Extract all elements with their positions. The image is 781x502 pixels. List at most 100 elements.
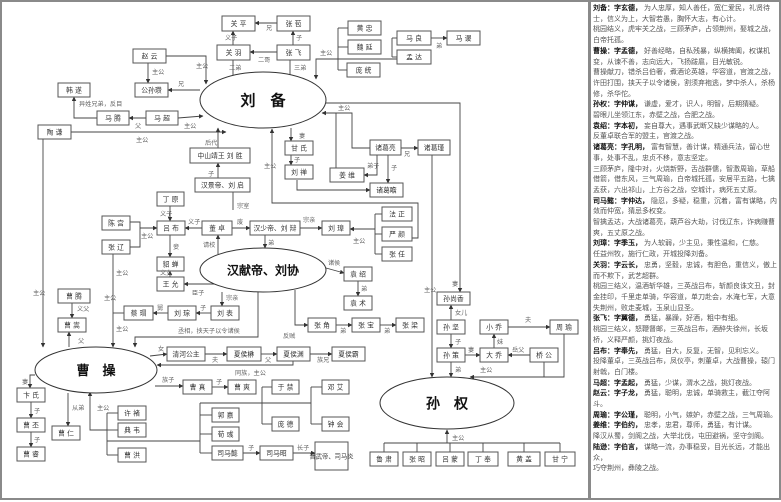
person-node-caoteng[interactable]: 曹 腾: [57, 288, 91, 304]
person-node-xiahouba[interactable]: 夏侯霸: [331, 346, 366, 362]
person-node-lusu[interactable]: 鲁 肃: [369, 451, 399, 467]
person-node-caohong[interactable]: 曹 洪: [117, 447, 147, 463]
person-node-daqiao[interactable]: 大 乔: [479, 347, 509, 363]
person-node-dengai[interactable]: 邓 艾: [321, 379, 350, 395]
person-node-jiangwei[interactable]: 姜 维: [329, 167, 365, 183]
person-node-zhangbao2[interactable]: 张 宝: [351, 317, 381, 333]
person-node-sunjian[interactable]: 孙 坚: [436, 319, 466, 335]
person-node-ganning[interactable]: 甘 宁: [544, 451, 576, 467]
person-node-pangtong[interactable]: 庞 统: [346, 62, 381, 78]
person-node-zhangren[interactable]: 张 任: [381, 246, 413, 262]
person-node-simayan[interactable]: 晋武帝、司马炎: [309, 441, 354, 471]
person-node-simayi[interactable]: 司马懿: [211, 445, 244, 461]
person-node-guanping[interactable]: 关 平: [221, 15, 256, 32]
person-node-liubiao[interactable]: 刘 表: [210, 305, 240, 321]
person-node-zhonghui[interactable]: 钟 会: [321, 416, 350, 432]
relation-connector: [87, 391, 107, 431]
person-node-caorui[interactable]: 曹 睿: [16, 446, 46, 462]
node-label: 关 羽: [226, 48, 242, 57]
person-node-huanggai[interactable]: 黄 盖: [507, 451, 541, 467]
person-node-sunce[interactable]: 孙 策: [436, 347, 466, 363]
person-node-chengong[interactable]: 陈 宫: [101, 215, 131, 231]
person-node-liubian[interactable]: 汉少帝、刘 辩: [249, 220, 301, 236]
person-node-maliang[interactable]: 马 良: [396, 30, 432, 46]
person-node-zhangliao[interactable]: 张 辽: [101, 239, 131, 255]
person-node-diaochan[interactable]: 貂 蝉: [156, 256, 185, 272]
person-node-mateng[interactable]: 马 腾: [96, 110, 130, 126]
relation-connector: [269, 128, 419, 239]
person-node-zhangfei[interactable]: 张 飞: [276, 44, 311, 61]
person-node-fazheng[interactable]: 法 正: [381, 206, 413, 222]
profile-traits: 谋略一流，办事稳妥，目光长远，才能出众，: [593, 442, 770, 462]
person-node-guanyu[interactable]: 关 羽: [216, 44, 251, 61]
person-node-caozhen[interactable]: 曹 真: [182, 379, 213, 395]
person-node-masu[interactable]: 马 谡: [446, 30, 481, 46]
person-node-ganshi[interactable]: 甘 氏: [284, 140, 314, 156]
person-node-gongsunzan[interactable]: 公孙瓒: [134, 82, 169, 98]
person-node-simazhao[interactable]: 司马昭: [259, 445, 294, 461]
person-node-caoren[interactable]: 曹 仁: [51, 425, 81, 441]
person-node-dingfeng[interactable]: 丁 奉: [467, 451, 499, 467]
person-node-wangyun[interactable]: 王 允: [156, 276, 185, 292]
ellipse-caocao[interactable]: 曹 操: [34, 346, 158, 394]
person-node-caosong[interactable]: 曹 嵩: [57, 317, 87, 333]
person-node-zhangliang[interactable]: 张 梁: [395, 317, 425, 333]
node-label: 董 卓: [209, 224, 225, 233]
person-node-liucong[interactable]: 刘 琮: [167, 305, 197, 321]
person-node-zhugeliang[interactable]: 诸葛亮: [369, 139, 402, 156]
person-node-yujin[interactable]: 于 禁: [271, 379, 300, 395]
node-box: [479, 347, 509, 363]
node-label: 曹 真: [190, 383, 206, 392]
person-node-liuzhang[interactable]: 刘 璋: [321, 220, 351, 236]
node-label: 晋武帝、司马炎: [309, 452, 354, 461]
person-node-guojia[interactable]: 郭 嘉: [211, 407, 240, 423]
person-node-liushan[interactable]: 刘 禅: [284, 164, 314, 180]
person-node-xunyu[interactable]: 荀 彧: [211, 426, 240, 442]
person-node-machao[interactable]: 马 超: [145, 110, 179, 126]
person-node-zhangjiao[interactable]: 张 角: [307, 317, 337, 333]
person-node-taoqian[interactable]: 陶 谦: [37, 124, 72, 140]
person-node-zhouyu[interactable]: 周 瑜: [549, 319, 579, 335]
person-node-caoshuang[interactable]: 曹 爽: [227, 379, 257, 395]
relation-label: 弟子: [367, 162, 379, 170]
person-node-liuqi[interactable]: 汉景帝、刘 启: [194, 177, 251, 193]
ellipse-liubei[interactable]: 刘 备: [199, 71, 327, 129]
person-node-qiaogong[interactable]: 桥 公: [529, 347, 559, 363]
person-node-yuanshu[interactable]: 袁 术: [343, 295, 373, 311]
relation-label: 后代: [205, 139, 218, 147]
person-node-zhangzhao[interactable]: 张 昭: [402, 451, 432, 467]
person-node-zhugezhan[interactable]: 诸葛瞻: [369, 182, 404, 198]
person-node-dingyuan[interactable]: 丁 原: [156, 191, 185, 207]
person-node-mengda[interactable]: 孟 达: [396, 49, 432, 65]
person-node-xiaoqiao[interactable]: 小 乔: [479, 319, 509, 335]
person-node-caopi[interactable]: 曹 丕: [16, 417, 46, 433]
person-node-xuchu[interactable]: 许 褚: [117, 405, 147, 421]
person-node-lvmeng[interactable]: 吕 蒙: [435, 451, 465, 467]
person-node-liusheng[interactable]: 中山靖王 刘 胜: [189, 147, 251, 164]
node-label: 刘 琮: [174, 309, 190, 318]
person-node-dianwei[interactable]: 典 韦: [117, 422, 147, 438]
person-node-caimao[interactable]: 蔡 瑁: [123, 305, 154, 321]
relation-label: 主公: [196, 62, 208, 70]
profile-traits: 勇猛，少谋，渭水之战，挑灯夜战。: [644, 378, 756, 387]
person-node-sunshangxiang[interactable]: 孙尚香: [436, 291, 471, 306]
person-node-yuanshao[interactable]: 袁 绍: [343, 266, 373, 282]
person-node-xiahouyuan[interactable]: 夏侯渊: [276, 346, 311, 362]
person-node-dongzhuo[interactable]: 董 卓: [201, 220, 233, 236]
person-node-zhangbao[interactable]: 张 苞: [276, 15, 311, 32]
node-box: [226, 346, 262, 362]
ellipse-sunquan[interactable]: 孙 权: [379, 376, 515, 430]
relation-label: 长子: [297, 444, 309, 452]
person-node-lvbu[interactable]: 吕 布: [156, 220, 186, 236]
ellipse-xiandi[interactable]: 汉献帝、刘协: [199, 247, 327, 293]
person-node-huangzhong[interactable]: 黄 忠: [347, 20, 382, 36]
person-node-qinghe[interactable]: 清河公主: [166, 346, 206, 362]
person-node-zhugejin[interactable]: 诸葛瑾: [417, 139, 451, 156]
person-node-weiyan[interactable]: 魏 延: [347, 39, 382, 55]
person-node-bianshi[interactable]: 卞 氏: [16, 387, 46, 403]
person-node-yanyan[interactable]: 严 颜: [381, 226, 413, 242]
person-node-pangde[interactable]: 庞 德: [271, 416, 300, 432]
person-node-zhaoyun[interactable]: 赵 云: [132, 48, 167, 64]
person-node-hansui[interactable]: 韩 遂: [57, 82, 91, 98]
person-node-xiahoumao[interactable]: 夏侯楙: [226, 346, 262, 362]
